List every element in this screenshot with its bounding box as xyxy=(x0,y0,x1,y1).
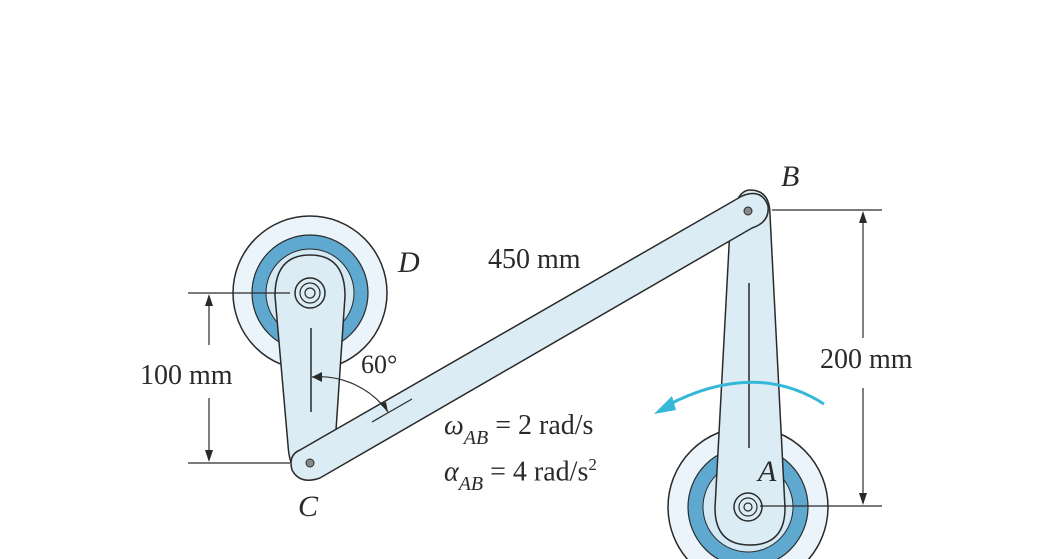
pin-a xyxy=(733,492,763,522)
label-point-d: D xyxy=(398,246,420,279)
label-point-a: A xyxy=(758,455,777,488)
label-point-c: C xyxy=(298,490,319,523)
label-100mm: 100 mm xyxy=(140,360,233,391)
pin-c xyxy=(305,458,315,468)
dim-200 xyxy=(760,209,882,507)
alpha-value: = 4 rad/s xyxy=(490,456,589,488)
link-bc xyxy=(290,192,769,481)
pin-d xyxy=(294,277,326,309)
omega-symbol: ω xyxy=(444,410,464,441)
label-450mm: 450 mm xyxy=(488,244,581,275)
label-point-b: B xyxy=(781,160,800,193)
alpha-equation: αAB = 4 rad/s2 xyxy=(444,455,597,495)
arrow-head xyxy=(654,396,676,414)
label-angle: 60° xyxy=(361,350,398,379)
omega-equation: ωAB = 2 rad/s xyxy=(444,410,594,449)
link-ab xyxy=(714,189,786,546)
omega-subscript: AB xyxy=(463,427,489,449)
alpha-exponent: 2 xyxy=(588,455,597,474)
label-200mm: 200 mm xyxy=(820,344,913,375)
pin-b xyxy=(743,206,753,216)
omega-value: = 2 rad/s xyxy=(495,410,594,441)
alpha-symbol: α xyxy=(444,456,459,488)
alpha-subscript: AB xyxy=(458,473,484,496)
omega-arrow xyxy=(667,380,825,407)
dim-100 xyxy=(188,292,290,464)
